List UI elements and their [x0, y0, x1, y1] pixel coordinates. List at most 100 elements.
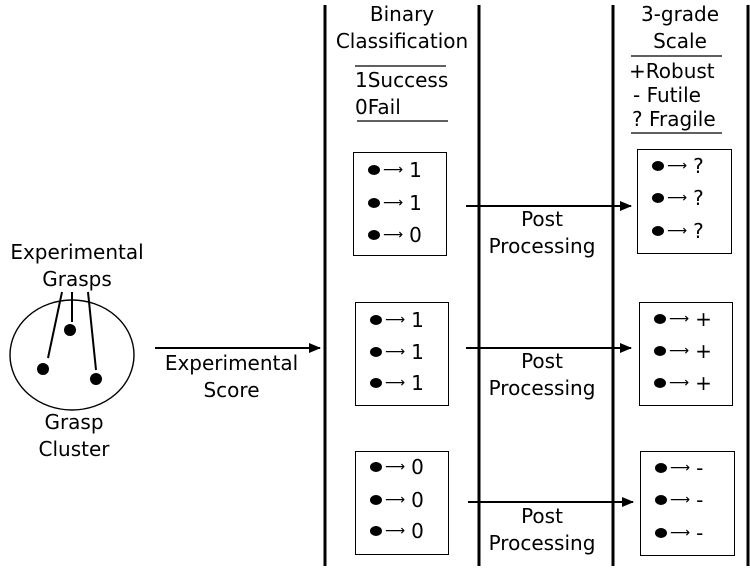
scale-legend-row-futile: - Futile — [629, 83, 716, 107]
arrow-right-icon: ⟶ — [383, 227, 404, 243]
grasp-cluster-label: Grasp Cluster — [24, 409, 124, 463]
binary-box-3-row-1: ⟶0 — [370, 454, 424, 480]
scale-title-line-1: 3-grade — [640, 2, 720, 26]
grasp-dot-icon — [370, 378, 382, 388]
scale-box-3: ⟶- ⟶- ⟶- — [640, 451, 735, 556]
scale-legend: +Robust - Futile ? Fragile — [629, 59, 716, 131]
grasp-dot-icon — [370, 495, 382, 505]
binary-value: 1 — [411, 340, 424, 364]
experimental-grasps-line-1: Experimental — [10, 240, 144, 264]
scale-legend-row-fragile: ? Fragile — [629, 107, 716, 131]
three-grade-scale-title: 3-grade Scale — [614, 1, 746, 55]
scale-value: - — [696, 456, 704, 480]
arrow-right-icon: ⟶ — [667, 190, 688, 206]
grasp-dot-icon — [370, 462, 382, 472]
scale-value: + — [695, 371, 712, 395]
scale-box-2: ⟶+ ⟶+ ⟶+ — [639, 302, 733, 406]
post-processing-2-line-1: Post — [521, 349, 563, 373]
scale-value: + — [695, 339, 712, 363]
grasp-cluster-line-1: Grasp — [44, 410, 104, 434]
scale-box-2-row-3: ⟶+ — [654, 370, 712, 396]
binary-box-1-row-1: ⟶1 — [368, 157, 422, 183]
scale-box-2-row-1: ⟶+ — [654, 306, 712, 332]
scale-value: - — [696, 521, 704, 545]
grasp-dot-1 — [64, 324, 76, 336]
legend-text-success: Success — [367, 68, 449, 92]
binary-legend: 1Success 0Fail — [355, 68, 448, 119]
binary-value: 1 — [411, 308, 424, 332]
grasp-dot-icon — [654, 314, 666, 324]
binary-value: 1 — [411, 371, 424, 395]
experimental-grasps-label: Experimental Grasps — [2, 239, 152, 293]
scale-legend-row-robust: +Robust — [629, 59, 716, 83]
grasp-cluster-line-2: Cluster — [38, 437, 110, 461]
legend-text-fail: Fail — [367, 95, 401, 119]
binary-box-1-row-2: ⟶1 — [368, 190, 422, 216]
binary-box-2-row-3: ⟶1 — [370, 370, 424, 396]
scale-value: ? — [693, 219, 704, 243]
arrow-right-icon: ⟶ — [669, 311, 690, 327]
scale-box-1-row-3: ⟶? — [652, 218, 704, 244]
scale-box-3-row-3: ⟶- — [655, 520, 703, 546]
scale-box-1: ⟶? ⟶? ⟶? — [637, 149, 732, 254]
legend-symbol-futile: - — [633, 83, 641, 107]
grasp-dot-icon — [652, 193, 664, 203]
grasp-pointer-3 — [87, 291, 97, 371]
post-processing-1-line-1: Post — [521, 207, 563, 231]
arrow-right-icon: ⟶ — [669, 343, 690, 359]
grasp-dot-icon — [370, 315, 382, 325]
binary-title-line-2: Classification — [335, 29, 469, 53]
scale-box-2-row-2: ⟶+ — [654, 338, 712, 364]
binary-value: 0 — [411, 455, 424, 479]
scale-title-line-2: Scale — [653, 29, 707, 53]
scale-value: ? — [693, 186, 704, 210]
post-processing-1-line-2: Processing — [488, 234, 596, 258]
binary-legend-row-success: 1Success — [355, 68, 448, 92]
binary-box-2-row-1: ⟶1 — [370, 307, 424, 333]
grasp-dot-icon — [654, 346, 666, 356]
arrow-right-icon: ⟶ — [385, 344, 406, 360]
grasp-dot-2 — [37, 363, 49, 375]
experimental-score-line-2: Score — [203, 378, 260, 402]
arrow-right-icon: ⟶ — [670, 460, 691, 476]
arrow-right-icon: ⟶ — [670, 492, 691, 508]
post-processing-label-1: Post Processing — [481, 206, 603, 260]
grasp-dot-icon — [652, 226, 664, 236]
grasp-dot-icon — [368, 230, 380, 240]
arrow-right-icon: ⟶ — [385, 492, 406, 508]
legend-symbol-fragile: ? — [632, 107, 643, 131]
binary-box-3-row-2: ⟶0 — [370, 487, 424, 513]
scale-box-1-row-2: ⟶? — [652, 185, 704, 211]
experimental-score-line-1: Experimental — [164, 351, 299, 375]
binary-box-3-row-3: ⟶0 — [370, 518, 424, 544]
grasp-dot-icon — [654, 378, 666, 388]
arrow-right-icon: ⟶ — [385, 523, 406, 539]
grasp-pointer-1 — [47, 291, 63, 359]
arrow-right-icon: ⟶ — [385, 459, 406, 475]
legend-symbol-robust: + — [629, 59, 646, 83]
binary-box-1-row-3: ⟶0 — [368, 222, 422, 248]
legend-symbol-fail: 0 — [355, 95, 368, 119]
binary-value: 0 — [411, 519, 424, 543]
post-processing-label-3: Post Processing — [481, 503, 603, 557]
grasp-dot-icon — [652, 161, 664, 171]
legend-text-fragile: Fragile — [648, 107, 716, 131]
binary-box-1: ⟶1 ⟶1 ⟶0 — [353, 152, 447, 256]
scale-value: - — [696, 488, 704, 512]
binary-classification-title: Binary Classification — [326, 1, 478, 55]
legend-text-futile: Futile — [646, 83, 701, 107]
arrow-right-icon: ⟶ — [383, 195, 404, 211]
grasp-dot-icon — [655, 528, 667, 538]
binary-title-line-1: Binary — [369, 2, 435, 26]
scale-box-1-row-1: ⟶? — [652, 153, 704, 179]
post-processing-2-line-2: Processing — [488, 376, 596, 400]
experimental-score-label: Experimental Score — [154, 350, 309, 404]
binary-box-3: ⟶0 ⟶0 ⟶0 — [355, 451, 449, 555]
arrow-right-icon: ⟶ — [669, 375, 690, 391]
arrow-right-icon: ⟶ — [667, 158, 688, 174]
binary-value: 0 — [409, 223, 422, 247]
grasp-dot-icon — [370, 526, 382, 536]
post-processing-label-2: Post Processing — [481, 348, 603, 402]
binary-value: 1 — [409, 191, 422, 215]
